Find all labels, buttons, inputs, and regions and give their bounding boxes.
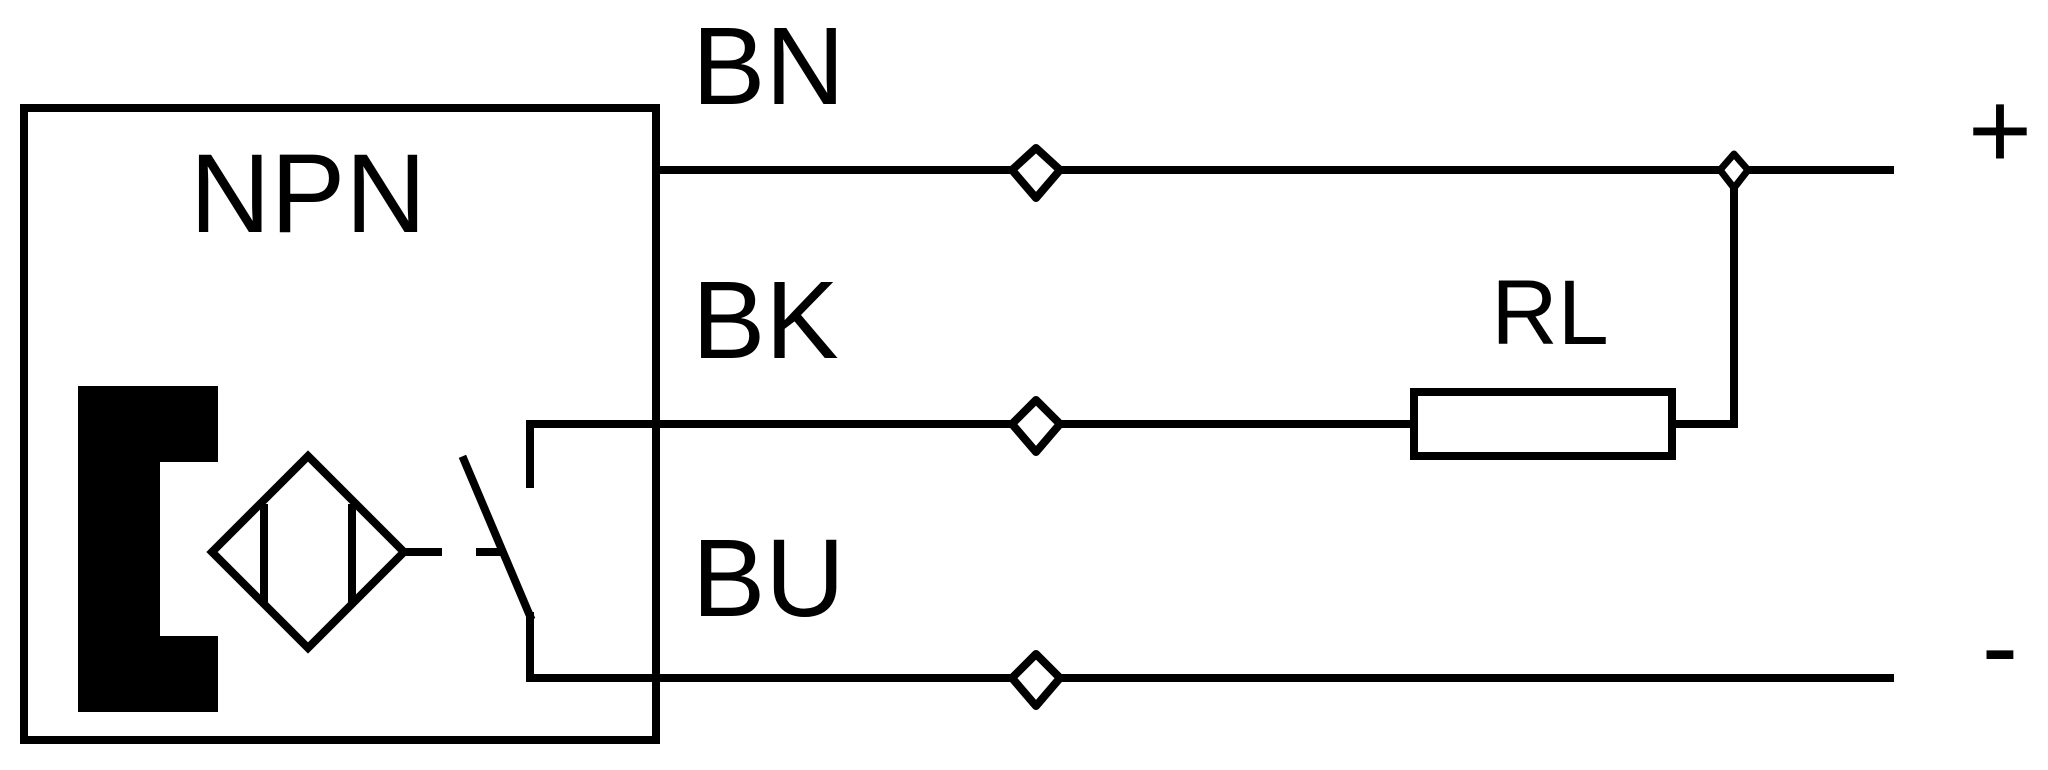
- sensing-face-bracket: [78, 386, 218, 712]
- load-resistor-label: RL: [1491, 262, 1609, 364]
- sensor-type-label: NPN: [190, 131, 426, 256]
- brown-wire-label: BN: [692, 5, 845, 128]
- supply-negative-label: -: [1982, 585, 2019, 708]
- inductive-coil-symbol: [206, 450, 442, 654]
- terminal-node-bn: [1008, 144, 1064, 202]
- terminal-node-bu: [1008, 650, 1064, 710]
- load-resistor: [1410, 388, 1676, 460]
- load-connection-wire: [1668, 166, 1738, 428]
- blue-wire-label: BU: [692, 517, 845, 640]
- junction-node: [1716, 150, 1752, 192]
- terminal-node-bk: [1008, 396, 1064, 456]
- black-wire-label: BK: [692, 259, 839, 382]
- switch-contact: [458, 420, 904, 682]
- supply-positive-label: +: [1968, 69, 2032, 192]
